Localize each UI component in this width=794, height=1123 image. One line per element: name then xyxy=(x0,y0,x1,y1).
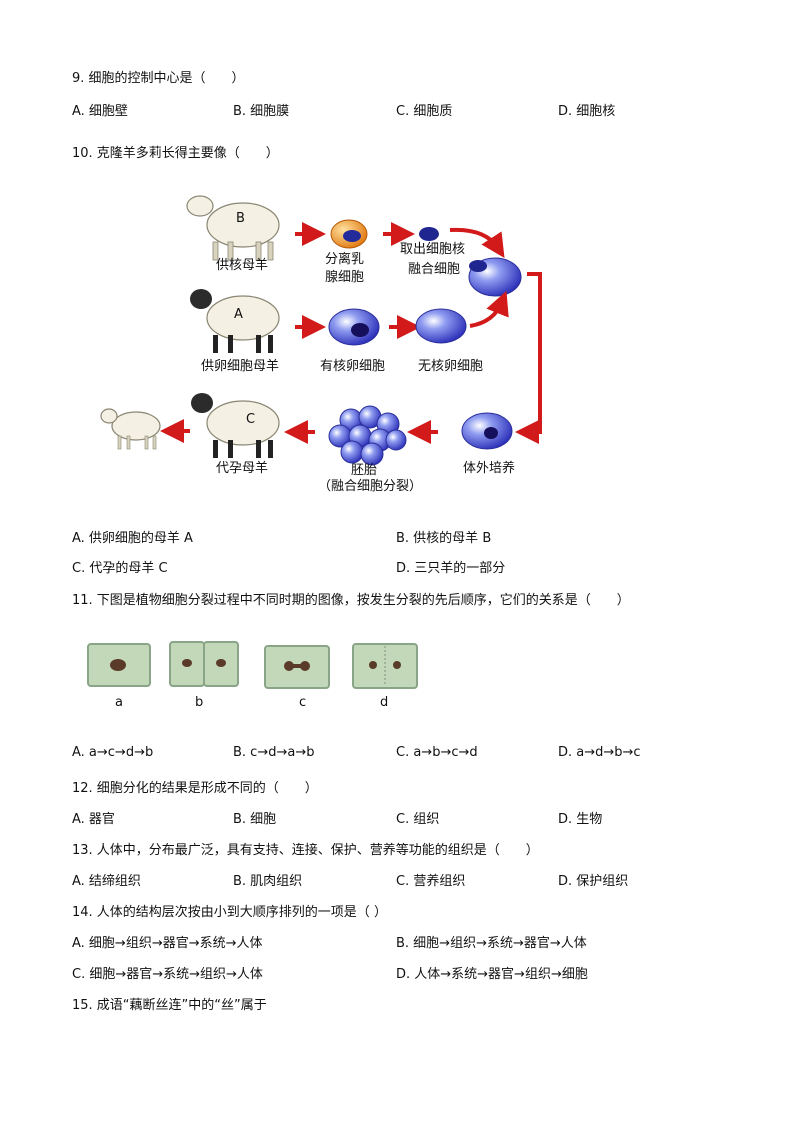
question-11-stem: 11. 下图是植物细胞分裂过程中不同时期的图像，按发生分裂的先后顺序，它们的关系… xyxy=(72,593,630,608)
label-culture: 体外培养 xyxy=(463,460,515,476)
question-15-stem: 15. 成语“藕断丝连”中的“丝”属于 xyxy=(72,998,267,1013)
sheep-b-letter: B xyxy=(236,211,245,226)
nucleus-icon xyxy=(419,227,439,241)
plant-cell-division-figure: a b c d xyxy=(87,641,418,710)
q13-option-c[interactable]: C. 营养组织 xyxy=(396,874,466,889)
q10-option-b[interactable]: B. 供核的母羊 B xyxy=(396,531,492,546)
q9-option-d[interactable]: D. 细胞核 xyxy=(558,104,616,119)
q9-option-b[interactable]: B. 细胞膜 xyxy=(233,104,290,119)
label-egg-donor: 供卵细胞母羊 xyxy=(201,358,279,374)
q10-option-c[interactable]: C. 代孕的母羊 C xyxy=(72,561,168,576)
q14-option-b[interactable]: B. 细胞→组织→系统→器官→人体 xyxy=(396,936,587,951)
q11-option-d[interactable]: D. a→d→b→c xyxy=(558,745,641,760)
dolly-lamb-icon xyxy=(100,408,161,450)
cell-a-label: a xyxy=(115,695,123,710)
q14-option-a[interactable]: A. 细胞→组织→器官→系统→人体 xyxy=(72,936,263,951)
q12-option-b[interactable]: B. 细胞 xyxy=(233,812,277,827)
sheep-c-icon xyxy=(191,393,280,458)
cell-a-icon xyxy=(87,643,151,687)
label-mammary-2: 腺细胞 xyxy=(325,270,364,285)
q10-option-a[interactable]: A. 供卵细胞的母羊 A xyxy=(72,531,193,546)
sheep-c-letter: C xyxy=(246,412,255,427)
mammary-cell-icon xyxy=(330,219,368,249)
arrow-7 xyxy=(515,272,542,444)
q12-option-a[interactable]: A. 器官 xyxy=(72,812,115,827)
q14-option-c[interactable]: C. 细胞→器官→系统→组织→人体 xyxy=(72,967,263,982)
q13-option-a[interactable]: A. 结缔组织 xyxy=(72,874,141,889)
label-nucleus-donor: 供核母羊 xyxy=(216,257,268,273)
q9-option-a[interactable]: A. 细胞壁 xyxy=(72,104,128,119)
label-extract-2: 融合细胞 xyxy=(408,262,460,277)
q11-option-c[interactable]: C. a→b→c→d xyxy=(396,745,478,760)
question-9-stem: 9. 细胞的控制中心是（ ） xyxy=(72,71,245,86)
label-embryo-2: （融合细胞分裂） xyxy=(318,479,422,494)
label-surrogate: 代孕母羊 xyxy=(216,460,268,476)
q14-option-d[interactable]: D. 人体→系统→器官→组织→细胞 xyxy=(396,967,588,982)
q10-option-d[interactable]: D. 三只羊的一部分 xyxy=(396,561,506,576)
question-14-stem: 14. 人体的结构层次按由小到大顺序排列的一项是（ ） xyxy=(72,905,387,920)
fused-cell-icon xyxy=(468,257,522,297)
cell-c-label: c xyxy=(299,695,306,710)
q11-option-a[interactable]: A. a→c→d→b xyxy=(72,745,154,760)
cell-b-label: b xyxy=(195,695,203,710)
label-mammary-1: 分离乳 xyxy=(325,251,364,267)
q9-option-c[interactable]: C. 细胞质 xyxy=(396,104,453,119)
label-nucleated-egg: 有核卵细胞 xyxy=(320,359,385,374)
sheep-a-letter: A xyxy=(234,307,243,322)
question-10-stem: 10. 克隆羊多莉长得主要像（ ） xyxy=(72,146,279,161)
arrow-3 xyxy=(449,227,505,259)
cell-d-label: d xyxy=(380,695,388,710)
cell-b-icon xyxy=(169,641,239,687)
cloning-diagram: B 供核母羊 分离乳 腺细胞 取出细胞核 融合细胞 A 供卵细胞母羊 有核卵细胞… xyxy=(100,195,542,494)
question-13-stem: 13. 人体中，分布最广泛，具有支持、连接、保护、营养等功能的组织是（ ） xyxy=(72,843,539,858)
cell-d-icon xyxy=(352,643,418,689)
q13-option-d[interactable]: D. 保护组织 xyxy=(558,874,629,889)
q11-option-b[interactable]: B. c→d→a→b xyxy=(233,745,315,760)
question-12-stem: 12. 细胞分化的结果是形成不同的（ ） xyxy=(72,781,318,796)
enucleated-egg-icon xyxy=(415,308,467,344)
q13-option-b[interactable]: B. 肌肉组织 xyxy=(233,874,303,889)
label-extract-1: 取出细胞核 xyxy=(400,242,465,257)
sheep-a-icon xyxy=(190,289,280,353)
q12-option-c[interactable]: C. 组织 xyxy=(396,812,440,827)
embryo-icon xyxy=(328,405,407,466)
label-embryo-1: 胚胎 xyxy=(351,463,377,478)
label-enucleated-egg: 无核卵细胞 xyxy=(418,359,483,374)
nucleated-egg-icon xyxy=(328,308,380,346)
sheep-b-icon xyxy=(186,195,280,261)
cell-c-icon xyxy=(264,645,330,689)
arrow-6 xyxy=(469,290,509,328)
culture-cell-icon xyxy=(461,412,513,450)
q12-option-d[interactable]: D. 生物 xyxy=(558,812,603,827)
